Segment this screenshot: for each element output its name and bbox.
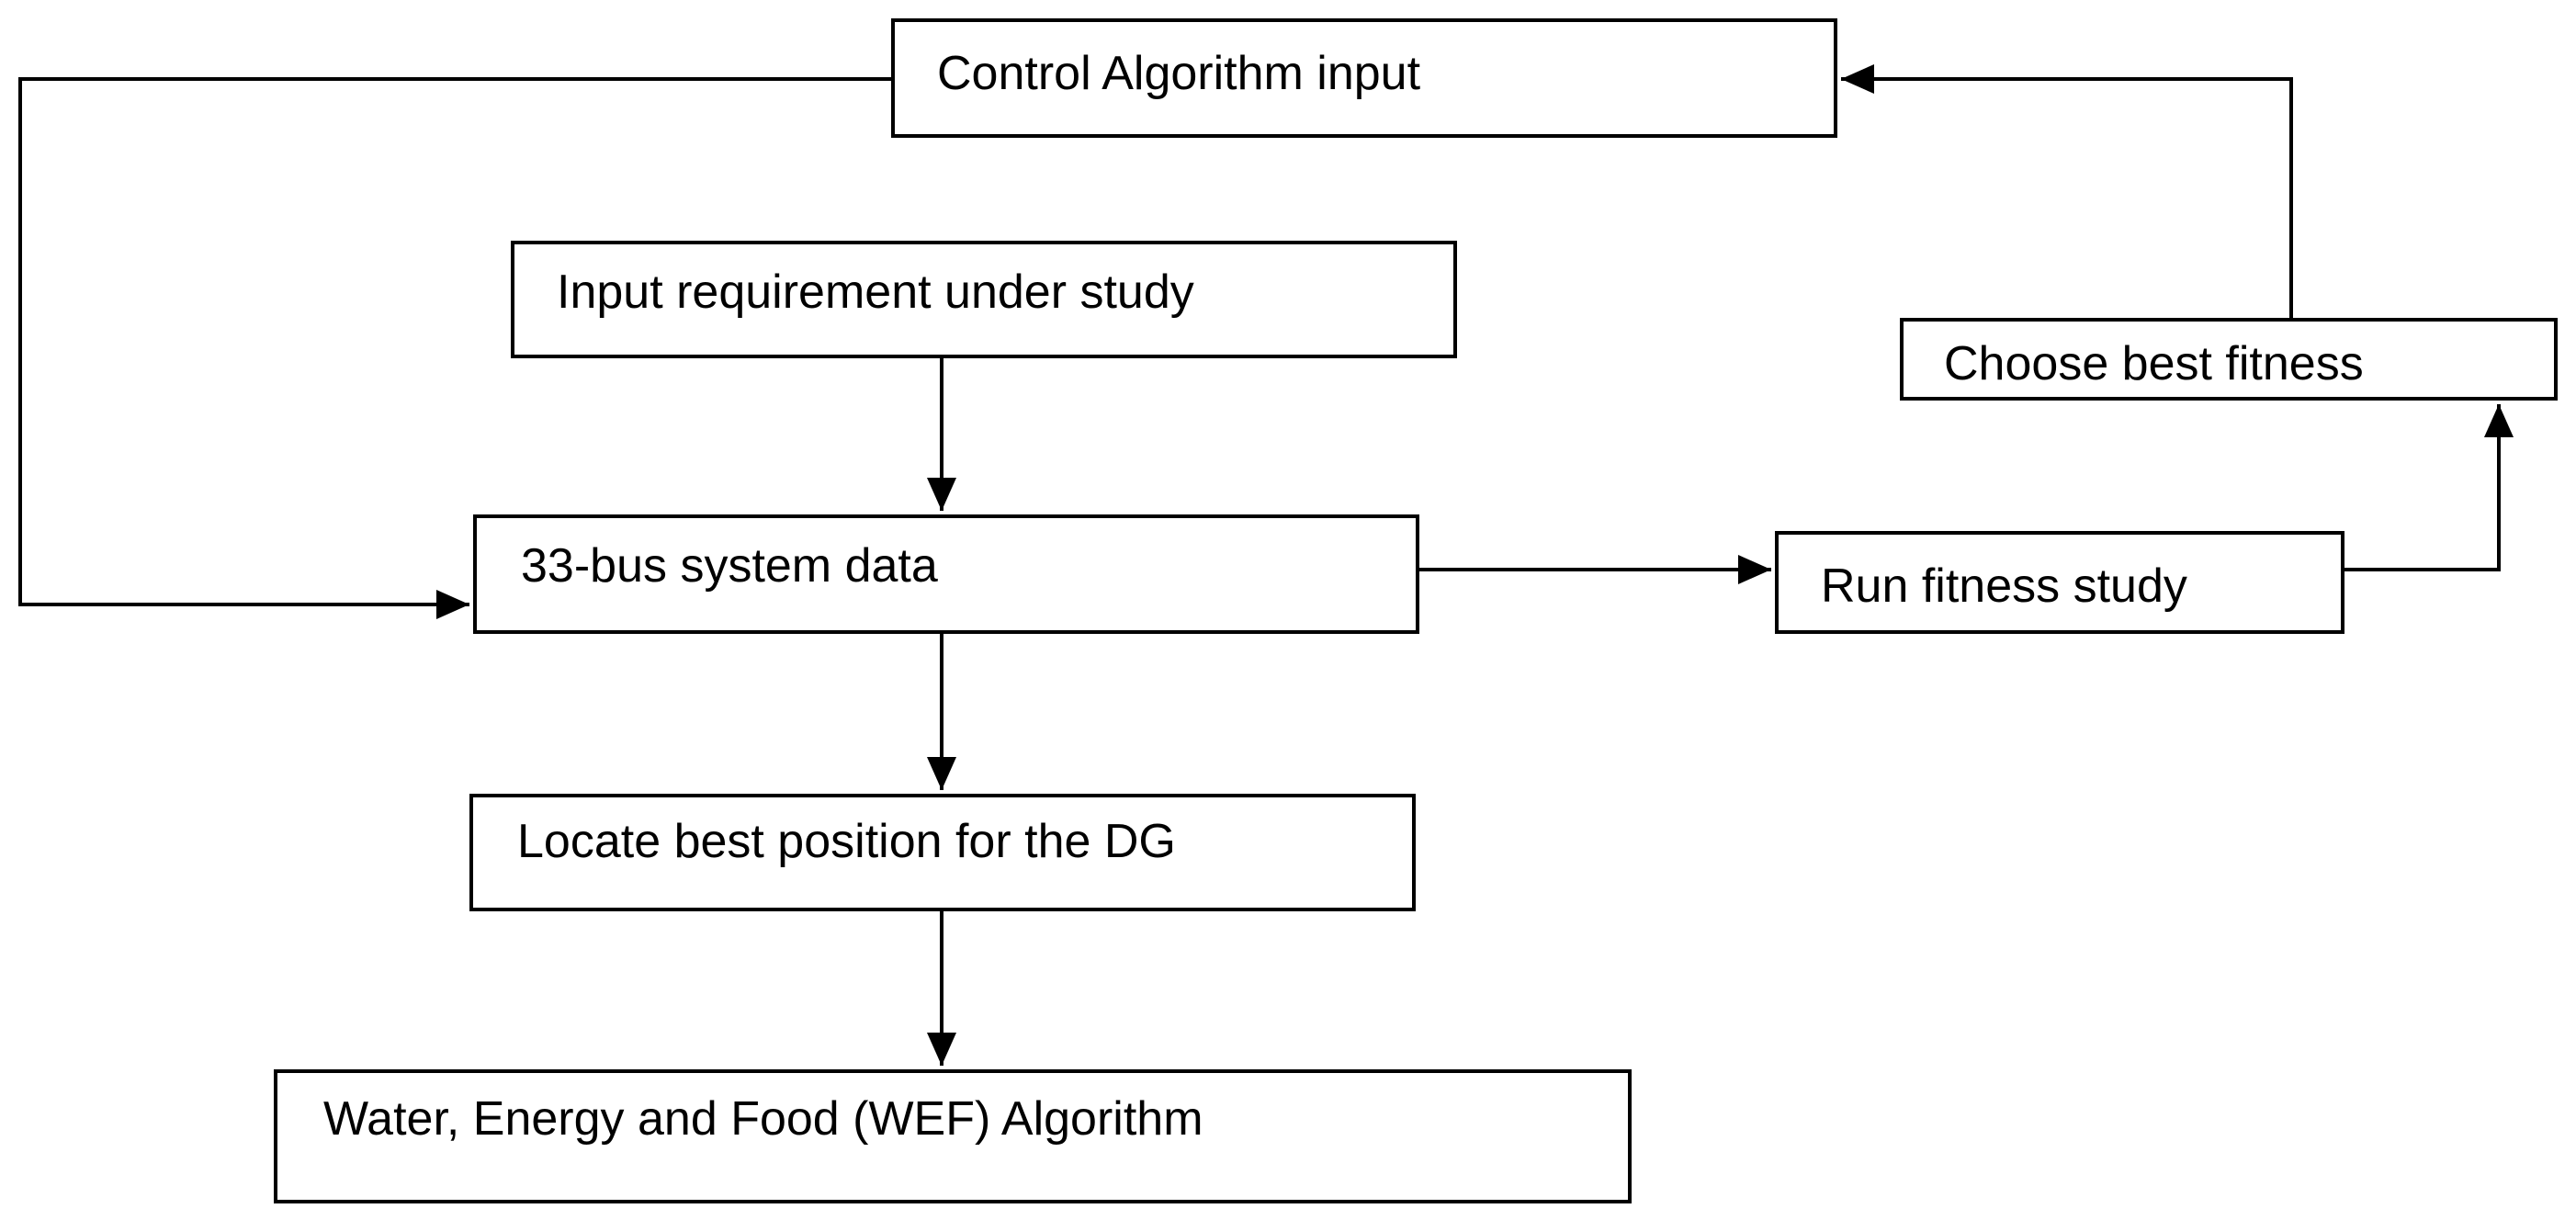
bus-system-data-label: 33-bus system data [521,539,938,593]
choose-best-fitness-label: Choose best fitness [1944,337,2364,390]
run-fitness-study-node: Run fitness study [1775,531,2344,634]
input-requirement-label: Input requirement under study [557,265,1194,319]
edge-choose-to-control [1841,64,2293,318]
control-algorithm-input-label: Control Algorithm input [937,47,1421,100]
bus-system-data-node: 33-bus system data [473,514,1419,634]
edge-run-to-choose [2344,404,2514,571]
input-requirement-node: Input requirement under study [511,241,1457,358]
wef-algorithm-node: Water, Energy and Food (WEF) Algorithm [274,1069,1632,1203]
locate-best-position-label: Locate best position for the DG [517,815,1176,868]
edge-control-to-bus [18,77,891,619]
control-algorithm-input-node: Control Algorithm input [891,18,1837,138]
wef-algorithm-label: Water, Energy and Food (WEF) Algorithm [323,1092,1203,1146]
choose-best-fitness-node: Choose best fitness [1900,318,2558,401]
locate-best-position-node: Locate best position for the DG [469,794,1416,911]
run-fitness-study-label: Run fitness study [1821,559,2187,613]
